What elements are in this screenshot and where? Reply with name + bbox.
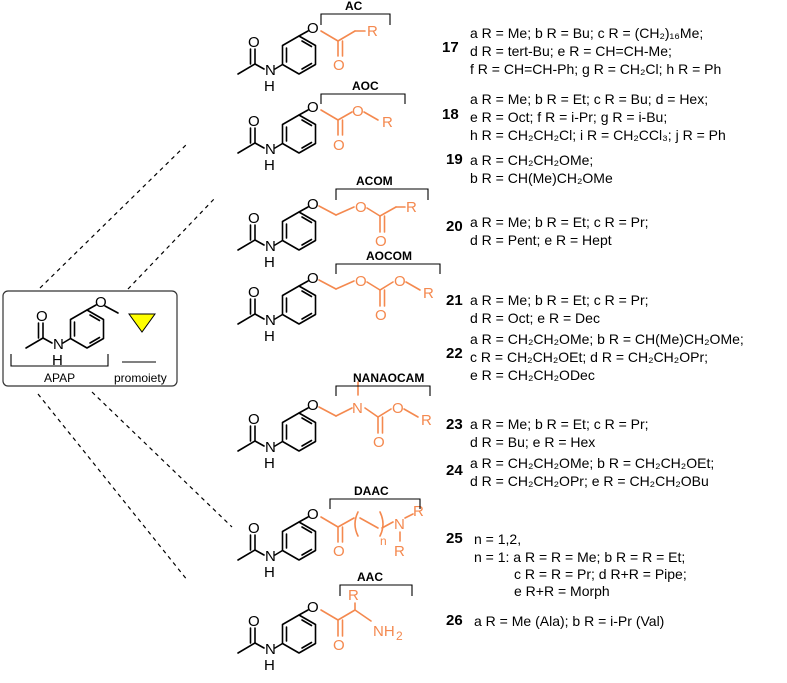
compound-22-line-1: a R = CH₂CH₂OMe; b R = CH(Me)CH₂OMe; xyxy=(470,331,744,347)
apap-promoiety-box: APAP promoiety xyxy=(2,290,178,387)
compound-18-line-2: e R = Oct; f R = i-Pr; g R = i-Bu; xyxy=(470,109,668,125)
compound-25-line-3: c R = R = Pr; d R+R = Pipe; xyxy=(514,566,687,582)
svg-text:n: n xyxy=(380,534,387,548)
svg-text:O: O xyxy=(333,543,345,560)
svg-text:O: O xyxy=(352,103,364,120)
compound-19-line-1: a R = CH₂CH₂OMe; xyxy=(470,152,594,168)
compound-18-line-3: h R = CH₂CH₂Cl; i R = CH₂CCl₃; j R = Ph xyxy=(470,127,726,143)
structure-aoc: O O R AOC xyxy=(237,79,406,175)
svg-text:R: R xyxy=(394,543,405,560)
svg-text:R: R xyxy=(367,23,378,40)
compound-26-line-1: a R = Me (Ala); b R = i-Pr (Val) xyxy=(474,613,665,629)
svg-text:O: O xyxy=(394,273,406,290)
svg-text:O: O xyxy=(392,400,404,417)
svg-text:R: R xyxy=(413,503,424,520)
connector-lines xyxy=(37,142,233,582)
compound-number-17: 17 xyxy=(442,39,459,56)
svg-text:O: O xyxy=(375,307,387,324)
svg-text:R: R xyxy=(421,412,432,429)
svg-text:R: R xyxy=(406,199,417,216)
svg-text:O: O xyxy=(355,273,367,290)
compound-number-22: 22 xyxy=(446,345,463,362)
class-label-aoc: AOC xyxy=(352,79,379,93)
compound-21-line-1: a R = Me; b R = Et; c R = Pr; xyxy=(470,292,649,308)
structure-ac: O R AC xyxy=(237,0,391,96)
promoiety-triangle-icon xyxy=(128,313,156,333)
compound-number-25: 25 xyxy=(446,530,463,547)
svg-text:O: O xyxy=(333,637,345,654)
svg-text:O: O xyxy=(355,199,367,216)
compound-number-24: 24 xyxy=(446,462,463,479)
compound-24-line-1: a R = CH₂CH₂OMe; b R = CH₂CH₂OEt; xyxy=(470,455,715,471)
compound-25-line-1: n = 1,2, xyxy=(474,531,522,547)
compound-19-line-2: b R = CH(Me)CH₂OMe xyxy=(470,170,613,186)
compound-25-line-2: n = 1: a R = R = Me; b R = R = Et; xyxy=(474,549,686,565)
compound-18-line-1: a R = Me; b R = Et; c R = Bu; d = Hex; xyxy=(470,91,709,107)
compound-22-line-3: e R = CH₂CH₂ODec xyxy=(470,367,595,383)
structure-aac: O R NH 2 AAC xyxy=(237,570,413,675)
svg-text:R: R xyxy=(382,114,393,131)
svg-text:N: N xyxy=(352,400,363,417)
compound-22-line-2: c R = CH₂CH₂OEt; d R = CH₂CH₂OPr; xyxy=(470,349,708,365)
svg-text:O: O xyxy=(333,57,345,74)
compound-17-line-2: d R = tert-Bu; e R = CH=CH-Me; xyxy=(470,43,672,59)
structure-acom: O O R ACOM xyxy=(237,174,429,272)
svg-text:2: 2 xyxy=(396,629,403,643)
compound-number-19: 19 xyxy=(446,151,463,168)
svg-text:R: R xyxy=(423,285,434,302)
compound-23-line-1: a R = Me; b R = Et; c R = Pr; xyxy=(470,416,649,432)
class-label-aocom: AOCOM xyxy=(366,249,412,263)
compound-17-line-1: a R = Me; b R = Bu; c R = (CH₂)₁₆Me; xyxy=(470,25,704,41)
structure-daac: O n N R R DAAC xyxy=(237,484,424,582)
structure-aocom: O O O R AOCOM xyxy=(237,249,441,346)
compound-number-18: 18 xyxy=(442,106,459,123)
svg-text:O: O xyxy=(375,233,387,250)
svg-text:O: O xyxy=(333,137,345,154)
compound-20-line-2: d R = Pent; e R = Hept xyxy=(470,232,612,248)
compound-25-line-4: e R+R = Morph xyxy=(514,583,610,599)
promoiety-label: promoiety xyxy=(114,371,167,385)
compound-number-23: 23 xyxy=(446,416,463,433)
compound-23-line-2: d R = Bu; e R = Hex xyxy=(470,434,596,450)
svg-text:O: O xyxy=(373,434,385,451)
compound-17-line-3: f R = CH=CH-Ph; g R = CH₂Cl; h R = Ph xyxy=(470,61,722,77)
compound-number-20: 20 xyxy=(446,218,463,235)
compound-number-26: 26 xyxy=(446,612,463,629)
class-label-aac: AAC xyxy=(357,570,383,584)
compound-number-21: 21 xyxy=(446,292,463,309)
class-label-daac: DAAC xyxy=(354,484,389,498)
svg-text:R: R xyxy=(348,587,359,604)
svg-text:N: N xyxy=(394,516,405,533)
apap-label: APAP xyxy=(44,371,75,385)
class-label-acom: ACOM xyxy=(356,174,393,188)
class-label-ac: AC xyxy=(345,0,363,13)
compound-24-line-2: d R = CH₂CH₂OPr; e R = CH₂CH₂OBu xyxy=(470,473,709,489)
compound-21-line-2: d R = Oct; e R = Dec xyxy=(470,310,600,326)
structure-nanaocam: N O O R NANAOCAM xyxy=(237,371,432,473)
svg-text:NH: NH xyxy=(373,623,395,640)
compound-20-line-1: a R = Me; b R = Et; c R = Pr; xyxy=(470,214,649,230)
class-label-nanaocam: NANAOCAM xyxy=(353,371,424,385)
